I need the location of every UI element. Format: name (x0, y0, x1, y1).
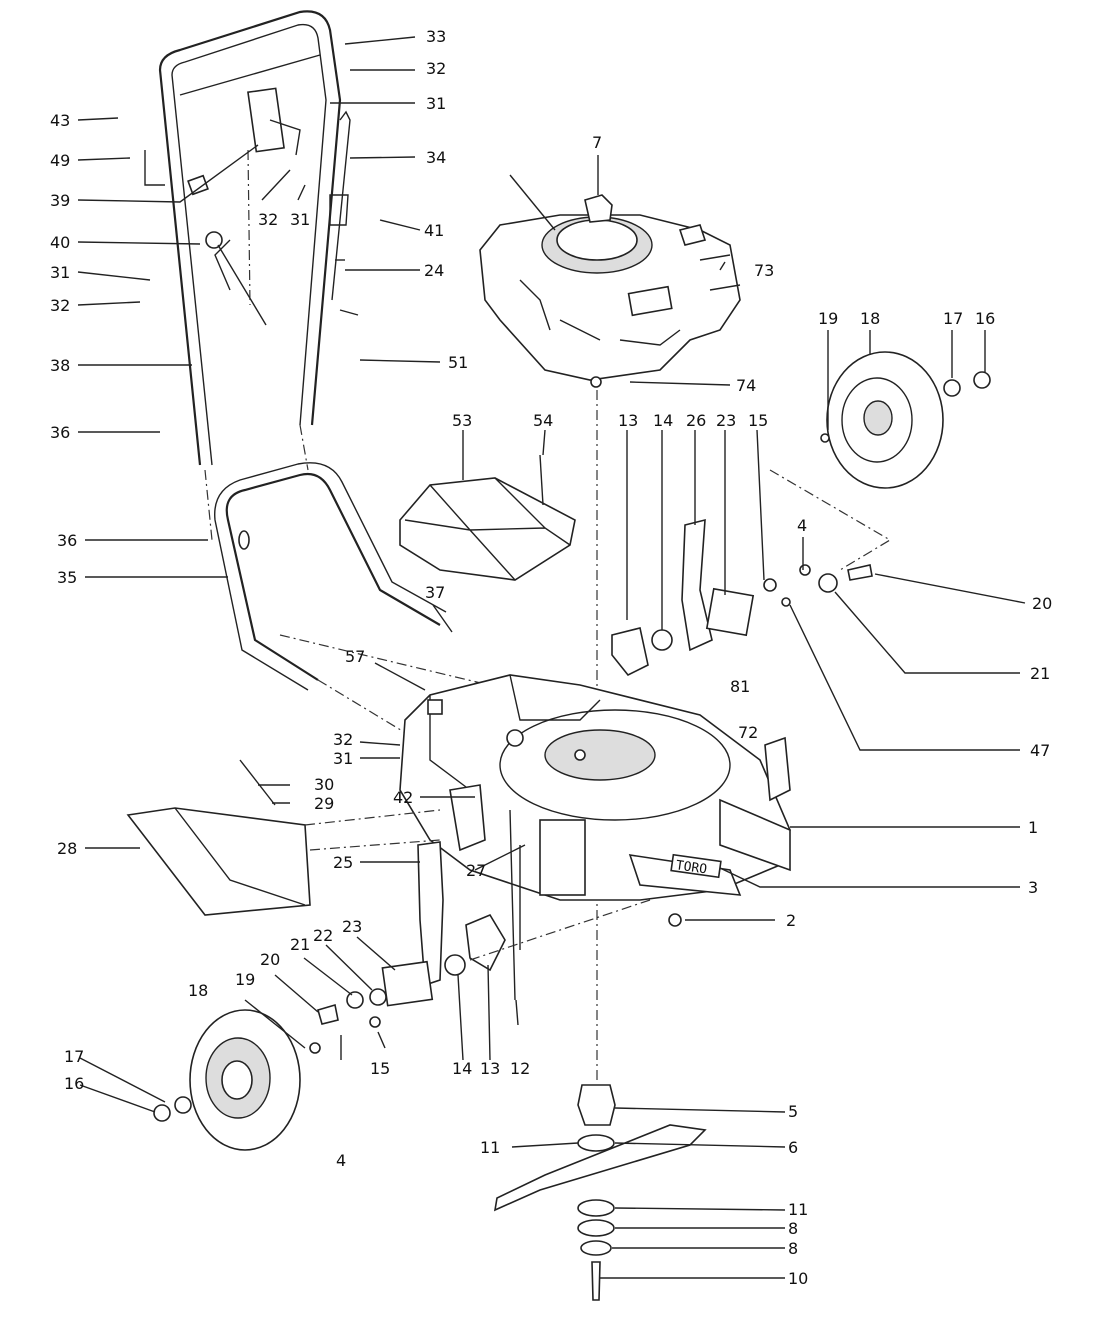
callout-2: 2 (786, 911, 796, 930)
callout-74: 74 (736, 376, 756, 395)
callout-37: 37 (425, 583, 445, 602)
callout-54: 54 (533, 411, 553, 430)
callout-17: 17 (64, 1047, 84, 1066)
callout-36: 36 (50, 423, 70, 442)
callout-21: 21 (1030, 664, 1050, 683)
left-height-adjuster (309, 841, 651, 1060)
callout-13: 13 (618, 411, 638, 430)
callout-18: 18 (188, 981, 208, 1000)
callout-26: 26 (686, 411, 706, 430)
callout-14: 14 (452, 1059, 472, 1078)
callout-4: 4 (797, 516, 807, 535)
callout-51: 51 (448, 353, 468, 372)
callout-32: 32 (426, 59, 446, 78)
callout-33: 33 (426, 27, 446, 46)
callout-31: 31 (333, 749, 353, 768)
callout-15: 15 (748, 411, 768, 430)
callout-32: 32 (50, 296, 70, 315)
callout-38: 38 (50, 356, 70, 375)
engine (479, 174, 741, 1080)
callout-32: 32 (258, 210, 278, 229)
callout-17: 17 (943, 309, 963, 328)
callout-35: 35 (57, 568, 77, 587)
mower-deck: TORO (399, 627, 791, 927)
callout-11: 11 (788, 1200, 808, 1219)
right-height-adjuster (651, 518, 873, 652)
callout-6: 6 (788, 1138, 798, 1157)
callout-27: 27 (466, 861, 486, 880)
blade-stack (493, 1084, 707, 1301)
callout-34: 34 (426, 148, 446, 167)
upper-handle (144, 10, 359, 466)
leader-lines (77, 36, 1026, 1279)
callout-8: 8 (788, 1219, 798, 1238)
callout-20: 20 (260, 950, 280, 969)
callout-25: 25 (333, 853, 353, 872)
callout-19: 19 (235, 970, 255, 989)
callout-31: 31 (426, 94, 446, 113)
callout-31: 31 (290, 210, 310, 229)
callout-43: 43 (50, 111, 70, 130)
callout-18: 18 (860, 309, 880, 328)
callout-13: 13 (480, 1059, 500, 1078)
callout-57: 57 (345, 647, 365, 666)
callout-23: 23 (716, 411, 736, 430)
callout-30: 30 (314, 775, 334, 794)
callout-39: 39 (50, 191, 70, 210)
callout-12: 12 (510, 1059, 530, 1078)
brand-label: TORO (675, 858, 708, 877)
callout-20: 20 (1032, 594, 1052, 613)
callout-49: 49 (50, 151, 70, 170)
callout-8: 8 (788, 1239, 798, 1258)
callout-28: 28 (57, 839, 77, 858)
callout-23: 23 (342, 917, 362, 936)
callout-53: 53 (452, 411, 472, 430)
callout-73: 73 (754, 261, 774, 280)
callout-41: 41 (424, 221, 444, 240)
callout-24: 24 (424, 261, 444, 280)
callout-47: 47 (1030, 741, 1050, 760)
callout-15: 15 (370, 1059, 390, 1078)
callout-22: 22 (313, 926, 333, 945)
right-wheel (769, 351, 991, 571)
callout-31: 31 (50, 263, 70, 282)
callout-72: 72 (738, 723, 758, 742)
callout-11: 11 (480, 1138, 500, 1157)
callout-7: 7 (592, 133, 602, 152)
callout-10: 10 (788, 1269, 808, 1288)
callout-81: 81 (730, 677, 750, 696)
callout-21: 21 (290, 935, 310, 954)
callout-4: 4 (336, 1151, 346, 1170)
grass-chute (126, 759, 441, 916)
callout-19: 19 (818, 309, 838, 328)
callout-40: 40 (50, 233, 70, 252)
left-wheel (153, 1009, 301, 1151)
callout-5: 5 (788, 1102, 798, 1121)
callout-42: 42 (393, 788, 413, 807)
callout-16: 16 (64, 1074, 84, 1093)
callout-3: 3 (1028, 878, 1038, 897)
callout-29: 29 (314, 794, 334, 813)
callout-labels: 33 32 31 34 43 49 39 40 31 32 38 36 32 3… (50, 27, 1052, 1288)
callout-32: 32 (333, 730, 353, 749)
callout-1: 1 (1028, 818, 1038, 837)
callout-36: 36 (57, 531, 77, 550)
deflector-cover (399, 454, 576, 581)
callout-16: 16 (975, 309, 995, 328)
callout-14: 14 (653, 411, 673, 430)
